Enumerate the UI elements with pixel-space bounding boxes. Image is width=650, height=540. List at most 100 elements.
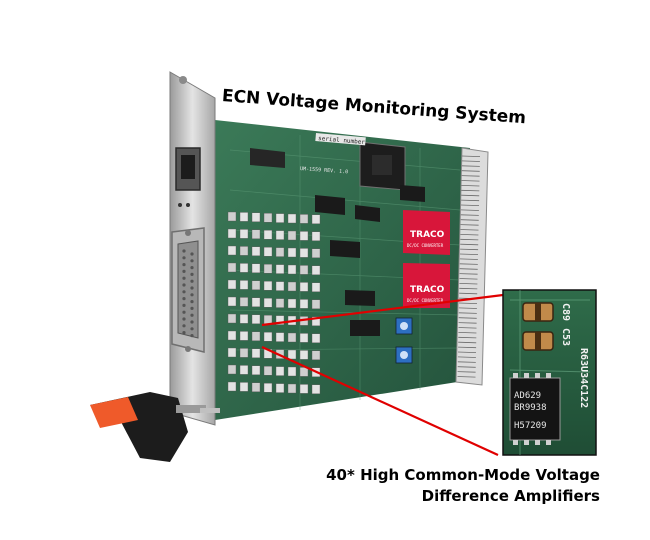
- connector-pin: [459, 287, 478, 290]
- connector-pin: [458, 346, 477, 349]
- connector-pin: [458, 302, 478, 304]
- connector-pin: [459, 292, 478, 295]
- connector-pin: [460, 209, 479, 211]
- dsub-pin: [190, 286, 194, 290]
- smd-component: [275, 230, 285, 240]
- smd-component: [299, 384, 309, 394]
- converter-brand-2: TRACO: [410, 285, 445, 295]
- smd-component: [227, 347, 237, 358]
- caption-line-1: 40* High Common-Mode Voltage: [326, 466, 600, 484]
- connector-pin: [461, 180, 480, 182]
- dsub-pin: [182, 317, 186, 321]
- smd-component: [227, 211, 237, 222]
- smd-component: [227, 330, 237, 341]
- smd-component: [299, 299, 309, 309]
- connector-pin: [458, 307, 477, 309]
- connector-pin: [457, 356, 476, 358]
- capacitor-label-c53: C53: [560, 328, 571, 346]
- smd-component: [263, 229, 273, 240]
- dsub-pin: [190, 313, 194, 317]
- smd-component: [275, 366, 285, 376]
- smd-component: [251, 297, 261, 307]
- smd-component: [239, 229, 249, 239]
- connector-pin: [457, 366, 476, 368]
- connector-pin: [460, 219, 479, 221]
- connector-pin: [460, 214, 479, 216]
- smd-component: [251, 246, 261, 257]
- smd-component: [239, 246, 249, 256]
- smd-component: [311, 316, 321, 326]
- dsub-pin: [190, 320, 194, 324]
- dsub-pin: [190, 327, 194, 331]
- connector-pin: [457, 361, 476, 363]
- front-panel: [169, 71, 216, 426]
- smd-component: [239, 280, 249, 290]
- dsub-pin: [190, 306, 194, 310]
- smd-component: [239, 314, 249, 324]
- smd-component: [251, 365, 261, 375]
- connector-pin: [460, 204, 480, 206]
- connector-pin: [461, 155, 481, 157]
- smd-component: [239, 382, 249, 392]
- connector-pin: [458, 341, 477, 344]
- smd-component: [275, 383, 285, 393]
- amplifier-component-grid: [227, 211, 321, 394]
- dsub-pin: [182, 310, 186, 314]
- connector-pin: [459, 263, 478, 265]
- connector-pin: [457, 351, 477, 353]
- smd-component: [239, 297, 249, 307]
- chip-marking-line3: H57209: [514, 421, 547, 431]
- component-code-label: R63U34C122: [578, 348, 589, 408]
- main-processor-chip: [359, 141, 406, 191]
- smd-component: [227, 296, 237, 307]
- connector-pin: [459, 253, 479, 255]
- connector-pin: [459, 283, 478, 285]
- smd-component: [251, 229, 261, 240]
- connector-pin: [461, 199, 480, 202]
- smd-component: [251, 314, 261, 324]
- ic-chips: [250, 148, 425, 336]
- smd-component: [251, 280, 261, 290]
- connector-pin: [461, 194, 480, 197]
- smd-component: [299, 248, 309, 258]
- connector-pin: [459, 258, 478, 260]
- smd-component: [227, 381, 237, 392]
- smd-component: [263, 332, 273, 342]
- smd-component: [263, 212, 273, 223]
- converter-brand-1: TRACO: [410, 230, 445, 240]
- smd-component: [311, 248, 321, 259]
- connector-pin: [461, 165, 480, 167]
- smd-component: [239, 263, 249, 273]
- smd-component: [227, 364, 237, 375]
- dsub-pin: [182, 297, 186, 301]
- dsub-pin: [190, 334, 194, 338]
- smd-component: [299, 231, 309, 241]
- smd-component: [287, 264, 297, 275]
- connector-pin: [460, 229, 479, 231]
- smd-component: [311, 333, 321, 343]
- smd-component: [299, 350, 309, 360]
- dsub-pin: [182, 263, 186, 267]
- smd-component: [299, 333, 309, 343]
- dsub-pin: [182, 324, 186, 328]
- connector-pin: [460, 234, 479, 236]
- connector-pin: [458, 322, 477, 324]
- smd-component: [263, 366, 273, 376]
- dsub-pin: [182, 276, 186, 280]
- rotary-switches: [395, 317, 413, 364]
- smd-component: [311, 384, 321, 394]
- connector-pin: [459, 273, 478, 275]
- smd-component: [287, 281, 297, 292]
- smd-component: [287, 247, 297, 258]
- smd-component: [263, 383, 273, 393]
- dsub-pin: [182, 303, 186, 307]
- smd-component: [251, 212, 261, 223]
- connector-pin: [457, 371, 476, 373]
- connector-pin: [461, 189, 480, 192]
- smd-component: [299, 265, 309, 275]
- dc-dc-converter-1: TRACO DC/DC CONVERTER: [403, 210, 450, 255]
- smd-component: [275, 315, 285, 325]
- smd-component: [227, 228, 237, 239]
- caption-line-2: Difference Amplifiers: [421, 487, 600, 505]
